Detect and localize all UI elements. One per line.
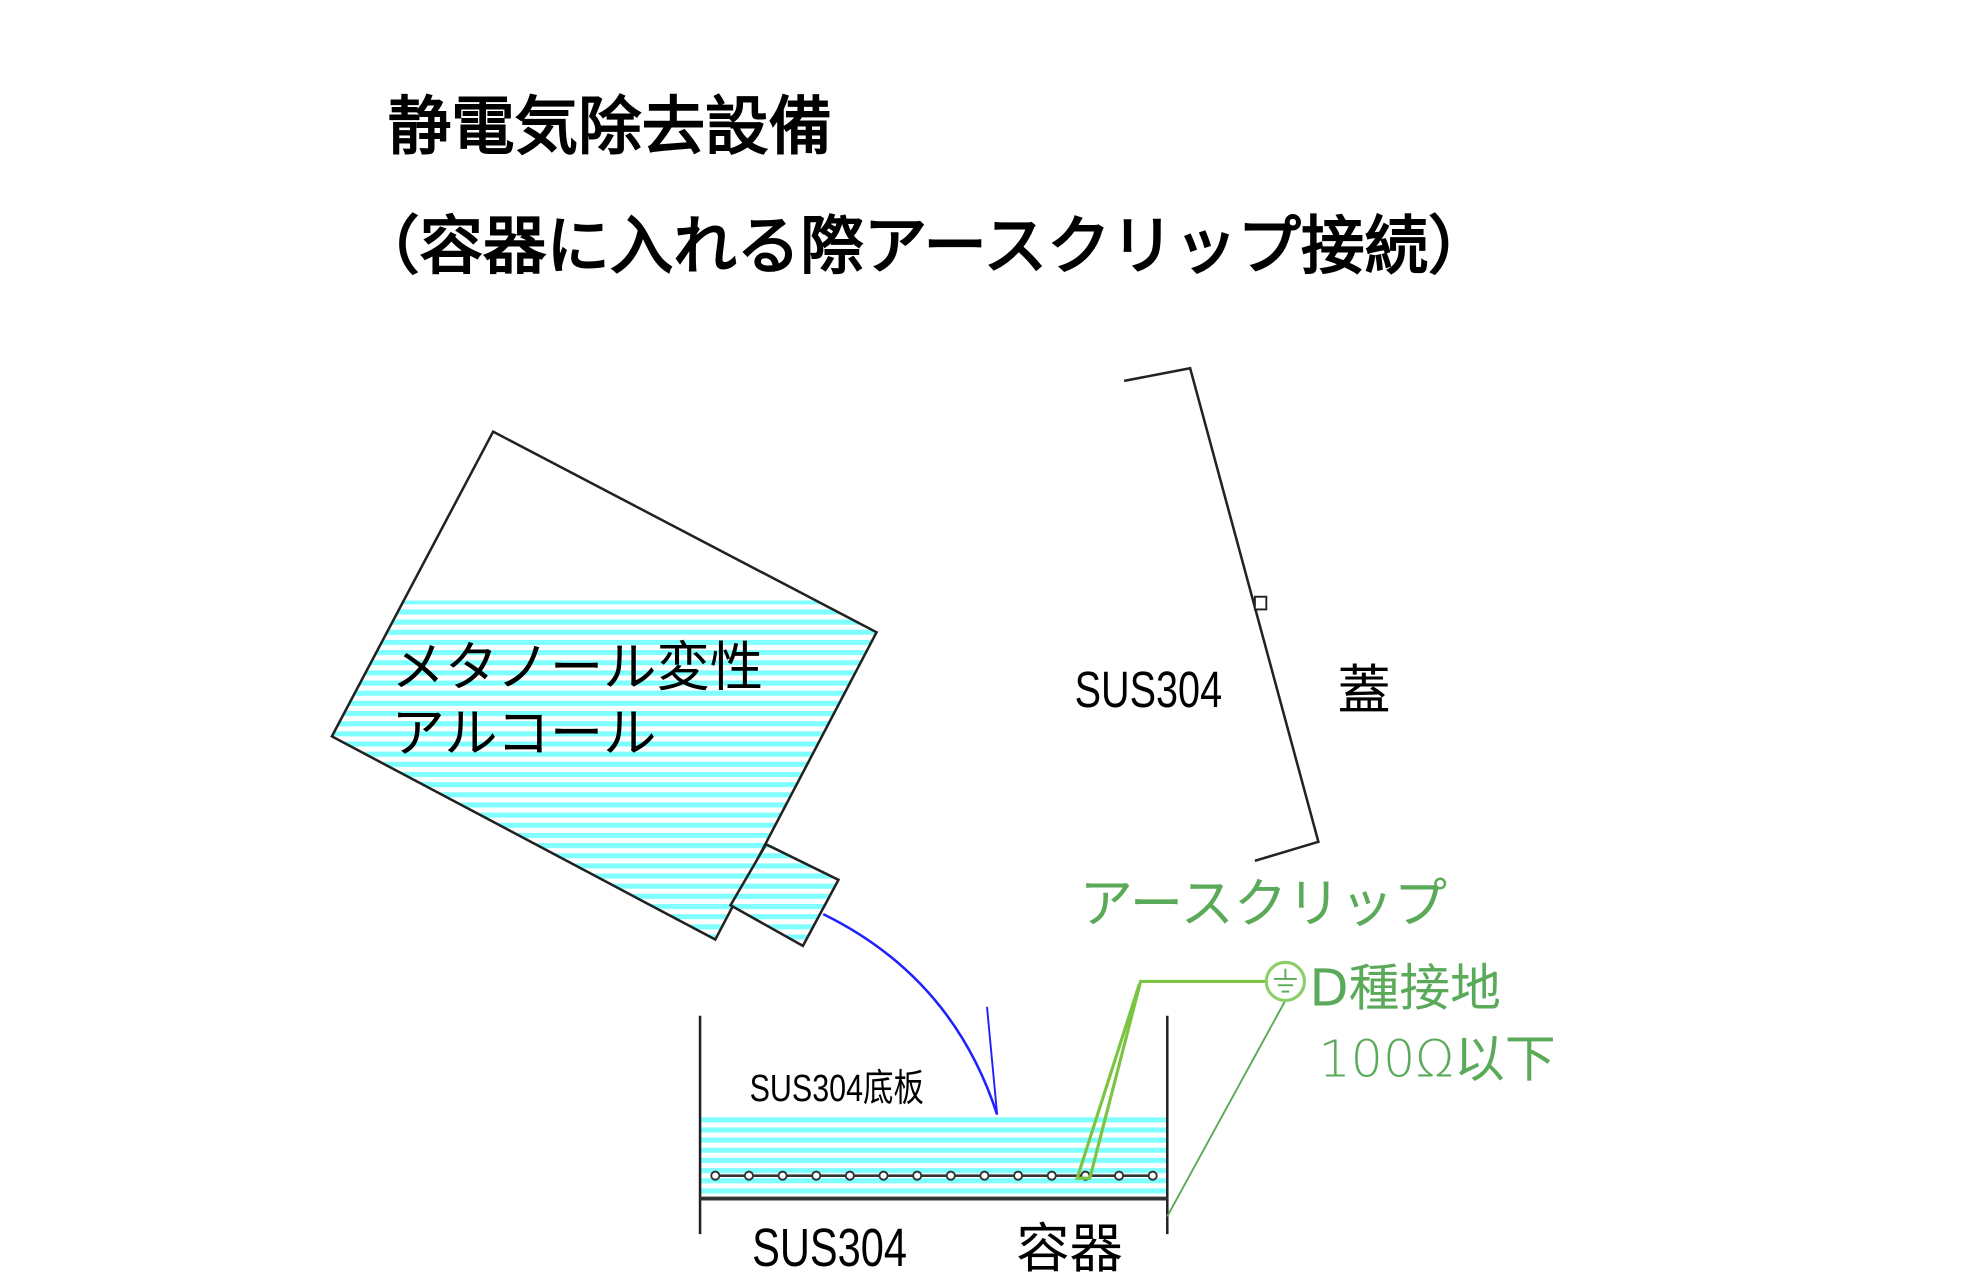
pour-stream: [822, 913, 999, 1116]
bottle-label-line2: アルコール: [392, 703, 657, 765]
bolt: [811, 1170, 822, 1181]
bottle-neck: [728, 842, 841, 948]
alcohol-bottle: メタノール変性 アルコール: [330, 429, 879, 948]
container-material: SUS304: [752, 1219, 907, 1276]
ground-symbol-icon: [1264, 960, 1306, 1003]
container-liquid: [701, 1114, 1167, 1195]
bolt: [878, 1170, 889, 1181]
lid-knob: [1253, 595, 1268, 611]
grounding: アースクリップ D種接地 100Ω以下: [1074, 873, 1556, 1217]
bolt: [1114, 1170, 1125, 1181]
bottom-plate-label: SUS304底板: [750, 1068, 924, 1110]
bottle-label-line1: メタノール変性: [392, 637, 764, 699]
bolt: [777, 1170, 788, 1181]
lid: SUS304 蓋: [1075, 366, 1391, 863]
bottle-outline: [330, 429, 879, 942]
ground-type-label: D種接地: [1309, 959, 1500, 1018]
lid-material: SUS304: [1075, 661, 1223, 718]
bolt: [945, 1170, 956, 1181]
bolt: [1046, 1170, 1057, 1181]
bolt: [844, 1170, 855, 1181]
ground-resistance-label: 100Ω以下: [1318, 1030, 1555, 1089]
lid-name: 蓋: [1337, 659, 1390, 721]
bolt: [743, 1170, 754, 1181]
bolt: [912, 1170, 923, 1181]
container-name: 容器: [1016, 1218, 1123, 1276]
pour-stream-tail: [986, 1006, 999, 1115]
earth-clip-label: アースクリップ: [1080, 873, 1447, 935]
earth-clip-wire: [1074, 979, 1267, 1180]
bolt: [710, 1170, 721, 1181]
title-line2: （容器に入れる際アースクリップ接続）: [356, 209, 1491, 283]
lid-outline: [1123, 366, 1320, 863]
bolt: [1147, 1170, 1158, 1181]
bolt: [1013, 1170, 1024, 1181]
ground-wire: [1166, 1000, 1287, 1217]
title-line1: 静電気除去設備: [388, 90, 832, 164]
container: SUS304底板 SUS304 容器: [698, 1015, 1169, 1276]
bolt: [979, 1170, 990, 1181]
